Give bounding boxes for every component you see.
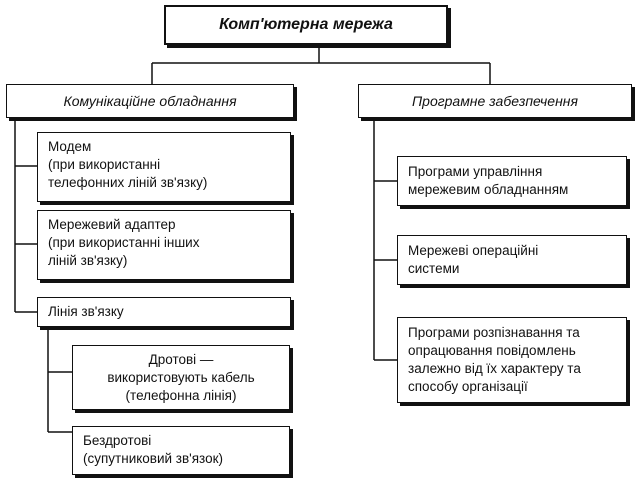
sw-os-node: Мережеві операційні системи [397, 235, 627, 285]
link-node: Лінія зв'язку [37, 297, 291, 327]
root-node: Комп'ютерна мережа [164, 5, 448, 45]
sw-msg-line2: опрацювання повідомлень [408, 343, 576, 358]
left-category-label: Комунікаційне обладнання [63, 93, 237, 109]
wireless-line2: (супутниковий зв'язок) [83, 451, 224, 466]
modem-node: Модем (при використанні телефонних ліній… [37, 132, 291, 202]
adapter-node: Мережевий адаптер (при використанні інши… [37, 210, 291, 280]
wired-node: Дротові — використовують кабель (телефон… [72, 345, 290, 410]
right-category-label: Програмне забезпечення [412, 93, 578, 109]
sw-mgmt-node: Програми управління мережевим обладнання… [397, 156, 627, 206]
wired-line2: використовують кабель [107, 370, 255, 385]
sw-os-line2: системи [408, 261, 460, 276]
root-title: Комп'ютерна мережа [219, 16, 393, 33]
sw-mgmt-line1: Програми управління [408, 164, 543, 179]
modem-line1: Модем [48, 139, 92, 154]
link-label: Лінія зв'язку [48, 304, 124, 319]
wireless-line1: Бездротові [83, 433, 152, 448]
wired-line1: Дротові — [148, 352, 214, 367]
sw-msg-line1: Програми розпізнавання та [408, 325, 580, 340]
left-category-node: Комунікаційне обладнання [6, 84, 294, 118]
sw-msg-node: Програми розпізнавання та опрацювання по… [397, 317, 627, 403]
sw-mgmt-line2: мережевим обладнанням [408, 182, 569, 197]
modem-line2: (при використанні [48, 157, 161, 172]
adapter-line3: ліній зв'язку) [48, 253, 128, 268]
adapter-line2: (при використанні інших [48, 235, 200, 250]
modem-line3: телефонних ліній зв'язку) [48, 175, 208, 190]
wireless-node: Бездротові (супутниковий зв'язок) [72, 426, 290, 475]
wired-line3: (телефонна лінія) [125, 388, 237, 403]
adapter-line1: Мережевий адаптер [48, 217, 176, 232]
right-category-node: Програмне забезпечення [358, 84, 632, 118]
sw-os-line1: Мережеві операційні [408, 243, 539, 258]
sw-msg-line4: способу організації [408, 379, 528, 394]
sw-msg-line3: залежно від їх характеру та [408, 361, 581, 376]
